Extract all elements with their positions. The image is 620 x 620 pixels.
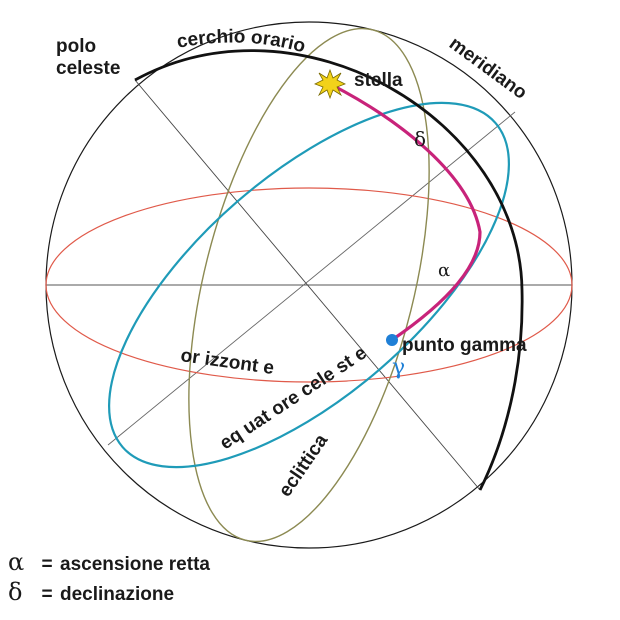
legend-declination-text: declinazione xyxy=(60,584,175,605)
star-icon xyxy=(314,68,346,100)
diagonal-axis-line xyxy=(107,111,516,446)
hour-circle-arc xyxy=(329,82,482,342)
gamma-symbol: γ xyxy=(392,355,405,380)
polar-axis-line xyxy=(134,79,481,491)
legend-alpha-symbol: α xyxy=(8,548,25,576)
legend-equals-sign: = xyxy=(41,554,53,575)
horizon-label: or izzont e xyxy=(179,345,275,379)
legend-equals-sign: = xyxy=(41,584,53,605)
declination-symbol: δ xyxy=(414,127,426,151)
celestial-pole-label-line2: celeste xyxy=(56,58,120,79)
gamma-point-marker xyxy=(386,334,398,346)
ecliptic-circle xyxy=(188,27,430,543)
legend-row-declination: δ = declinazione xyxy=(8,578,174,606)
legend-delta-symbol: δ xyxy=(8,578,23,606)
ecliptic-label: eclittica xyxy=(275,430,333,501)
legend-right-ascension-text: ascensione retta xyxy=(60,554,210,575)
hour-circle-label: cerchio orario xyxy=(175,26,307,57)
star-label: stella xyxy=(354,70,403,91)
legend-row-right-ascension: α = ascensione retta xyxy=(8,548,210,576)
celestial-pole-label-line1: polo xyxy=(56,36,96,57)
meridian-arc xyxy=(134,49,524,491)
right-ascension-symbol: α xyxy=(438,260,450,281)
gamma-point-label: punto gamma xyxy=(402,335,527,356)
celestial-equator-circle xyxy=(108,101,510,469)
horizon-circle xyxy=(45,187,573,383)
